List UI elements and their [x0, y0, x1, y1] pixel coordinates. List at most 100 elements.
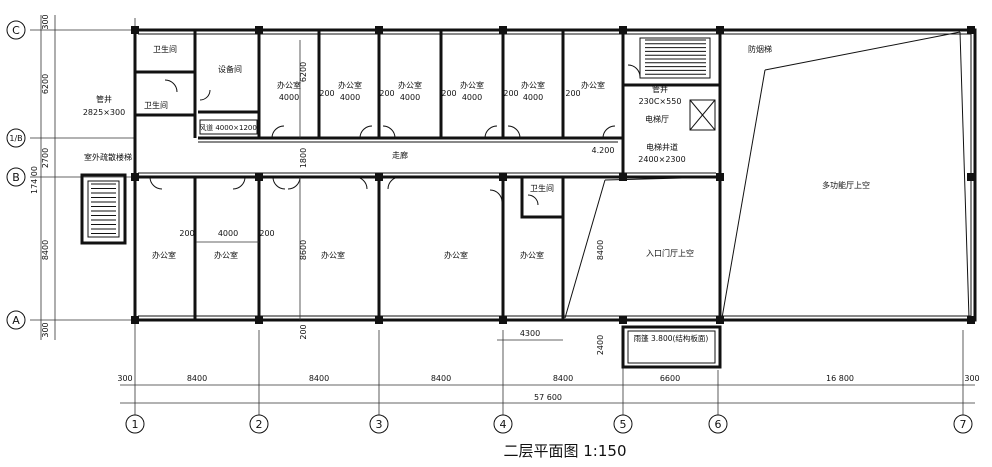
- column: [619, 316, 627, 324]
- axis-4-label: 4: [500, 418, 507, 431]
- column: [255, 173, 263, 181]
- pipe-left-size: 2825×300: [83, 108, 125, 117]
- column: [499, 173, 507, 181]
- air-duct-label: 风道 4000×1200: [199, 123, 257, 132]
- room-corridor: 走廊: [392, 150, 408, 160]
- axis-3-label: 3: [376, 418, 383, 431]
- canopy-label: 雨篷 3.800(结构板面): [634, 333, 709, 343]
- dim-y-total: 174 00: [30, 166, 39, 194]
- room-office-9: 办公室: [321, 250, 345, 260]
- dim-x-7: 300: [964, 374, 979, 383]
- dimension-lines: [40, 15, 975, 404]
- room-office-10: 办公室: [444, 250, 468, 260]
- axis-2-marker: 2: [249, 414, 269, 434]
- room-equipment: 设备间: [218, 64, 242, 74]
- room-office-8: 办公室: [214, 250, 238, 260]
- void-lines: [564, 31, 970, 319]
- dim-x-6: 16 800: [826, 374, 854, 383]
- room-wc-top: 卫生间: [153, 44, 177, 54]
- axis-C-label: C: [12, 24, 20, 37]
- dim-y-1: 6200: [41, 74, 50, 94]
- axis-6-label: 6: [715, 418, 722, 431]
- dim-4000-3: 4000: [400, 93, 420, 102]
- room-office-2: 办公室: [338, 80, 362, 90]
- dim-4300: 4300: [520, 329, 540, 338]
- column: [967, 26, 975, 34]
- dim-4000-5: 4000: [523, 93, 543, 102]
- column: [375, 26, 383, 34]
- axis-1B-marker: 1/B: [6, 128, 26, 148]
- dim-200-a: 200: [179, 229, 194, 238]
- dim-y-3: 8400: [41, 240, 50, 260]
- column: [255, 26, 263, 34]
- level-mark: 4.200: [592, 146, 615, 155]
- elevator-shaft-size: 2400×2300: [638, 155, 685, 164]
- axis-7-marker: 7: [953, 414, 973, 434]
- dim-x-1: 8400: [187, 374, 207, 383]
- dim-x-3: 8400: [431, 374, 451, 383]
- column: [716, 26, 724, 34]
- dim-200-1: 200: [319, 89, 334, 98]
- column: [967, 173, 975, 181]
- room-office-11: 办公室: [520, 250, 544, 260]
- column: [619, 173, 627, 181]
- column: [131, 316, 139, 324]
- column: [375, 316, 383, 324]
- dim-200-v: 200: [299, 324, 308, 339]
- axis-B-marker: B: [6, 167, 26, 187]
- room-wc-small: 卫生间: [530, 183, 554, 193]
- dim-x-2: 8400: [309, 374, 329, 383]
- axis-A-label: A: [12, 314, 20, 327]
- dim-200-b: 200: [259, 229, 274, 238]
- axis-B-label: B: [12, 171, 20, 184]
- dim-y-4: 300: [41, 322, 50, 337]
- axis-markers-y: C 1/B B A: [6, 20, 26, 330]
- room-office-7: 办公室: [152, 250, 176, 260]
- axis-5-label: 5: [620, 418, 627, 431]
- dim-x-5: 6600: [660, 374, 680, 383]
- dim-6200-inner: 6200: [299, 62, 308, 82]
- stair-top: [645, 39, 706, 75]
- axis-5-marker: 5: [613, 414, 633, 434]
- dim-x-4: 8400: [553, 374, 573, 383]
- axis-4-marker: 4: [493, 414, 513, 434]
- axis-2-label: 2: [256, 418, 263, 431]
- room-office-4: 办公室: [460, 80, 484, 90]
- partitions-top: [135, 30, 722, 177]
- room-office-3: 办公室: [398, 80, 422, 90]
- column: [255, 316, 263, 324]
- door-swings: [149, 64, 641, 206]
- column: [716, 316, 724, 324]
- room-hall-void: 多功能厅上空: [822, 180, 870, 190]
- canopy-outline: [621, 325, 722, 369]
- axis-7-label: 7: [960, 418, 967, 431]
- room-office-5: 办公室: [521, 80, 545, 90]
- drawing-title: 二层平面图 1:150: [504, 442, 627, 460]
- axis-A-marker: A: [6, 310, 26, 330]
- column: [499, 316, 507, 324]
- axis-3-marker: 3: [369, 414, 389, 434]
- column: [967, 316, 975, 324]
- room-office-6: 办公室: [581, 80, 605, 90]
- dim-4000-2: 4000: [340, 93, 360, 102]
- dim-4000-4: 4000: [462, 93, 482, 102]
- dim-y-0: 300: [41, 14, 50, 29]
- room-labels: 卫生间 卫生间 设备间 办公室 办公室 办公室 办公室 办公室 办公室 走廊 办…: [83, 44, 870, 343]
- axis-1B-label: 1/B: [9, 134, 22, 143]
- dim-200-4: 200: [503, 89, 518, 98]
- dim-4000-1: 4000: [279, 93, 299, 102]
- pipe-right-label: 管井: [652, 84, 668, 94]
- column: [375, 173, 383, 181]
- dim-y-2: 2700: [41, 148, 50, 168]
- axis-1-label: 1: [132, 418, 139, 431]
- dimension-texts: 300 8400 8400 8400 8400 6600 16 800 300 …: [30, 14, 980, 402]
- dim-8600: 8600: [299, 240, 308, 260]
- room-wc-mid: 卫生间: [144, 100, 168, 110]
- dim-200-2: 200: [379, 89, 394, 98]
- room-outdoor-stair: 室外疏散楼梯: [84, 152, 132, 162]
- column: [131, 173, 139, 181]
- axis-1-marker: 1: [125, 414, 145, 434]
- axis-6-marker: 6: [708, 414, 728, 434]
- column: [716, 173, 724, 181]
